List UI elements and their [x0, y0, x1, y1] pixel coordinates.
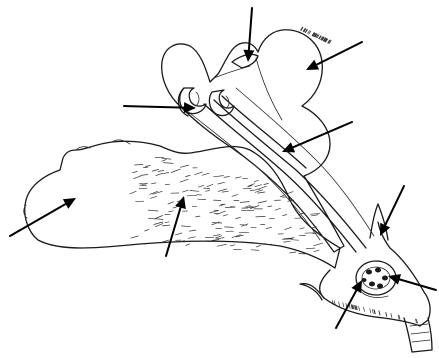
- lower-lip-hairs-drawing: [130, 27, 418, 323]
- calyx-outline: [320, 222, 430, 326]
- arrow-calyx-tooth: [380, 186, 404, 236]
- pedicel-drawing: [404, 318, 432, 352]
- lower-lip-edge-detail: [24, 140, 130, 218]
- arrow-nectary: [336, 280, 362, 328]
- pointer-arrows: [10, 8, 436, 328]
- stamen-filament-drawing: [204, 96, 366, 252]
- arrow-lower-lip-lobe: [10, 198, 76, 236]
- hood-notch-drawing: [232, 54, 258, 68]
- arrow-upper-lip: [306, 42, 362, 70]
- arrow-anthers: [124, 102, 196, 113]
- pedicel-texture: [410, 324, 430, 342]
- hood-inner-line: [186, 58, 320, 240]
- ovary-drawing: [356, 261, 396, 295]
- arrow-ovary: [388, 274, 436, 290]
